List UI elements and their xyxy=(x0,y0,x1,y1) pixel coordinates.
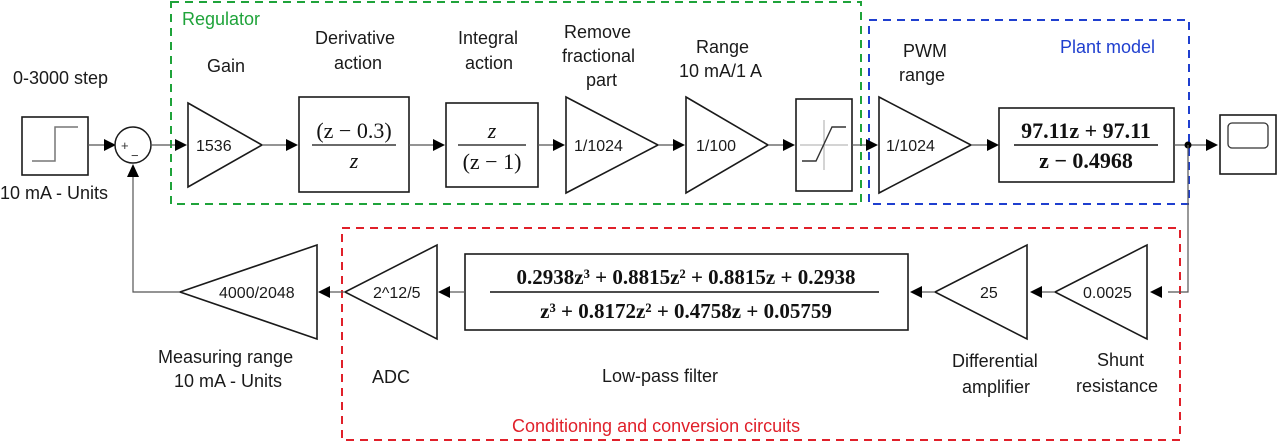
gain-value: 1536 xyxy=(196,138,232,155)
regulator-title: Regulator xyxy=(182,9,260,29)
derivative-numerator: (z − 0.3) xyxy=(316,118,391,143)
arrow-icon xyxy=(127,164,139,177)
remove-frac-value: 1/1024 xyxy=(574,138,623,155)
arrow-icon xyxy=(910,286,922,298)
range-label-1: Range xyxy=(696,37,749,57)
pwm-label-2: range xyxy=(899,65,945,85)
integral-label-2: action xyxy=(465,53,513,73)
arrow-icon xyxy=(866,139,878,151)
plant-transfer-function-block[interactable]: 97.11z + 97.11 z − 0.4968 xyxy=(998,107,1175,183)
plant-model-group xyxy=(868,19,1190,205)
shunt-label-1: Shunt xyxy=(1097,350,1144,370)
diff-amp-label-1: Differential xyxy=(952,351,1038,371)
diff-amp-value: 25 xyxy=(980,285,998,302)
wire xyxy=(132,175,180,293)
arrow-icon xyxy=(318,286,330,298)
integral-numerator: z xyxy=(487,118,497,143)
wire xyxy=(1168,145,1189,293)
pwm-range-gain-block[interactable]: 1/1024 xyxy=(878,95,973,195)
plant-numerator: 97.11z + 97.11 xyxy=(1021,118,1151,143)
integral-denominator: (z − 1) xyxy=(463,149,522,174)
integral-block[interactable]: z (z − 1) xyxy=(445,102,539,188)
derivative-label-1: Derivative xyxy=(315,28,395,48)
range-label-2: 10 mA/1 A xyxy=(679,61,762,81)
remove-frac-label-3: part xyxy=(586,70,617,90)
lpf-numerator: 0.2938z³ + 0.8815z² + 0.8815z + 0.2938 xyxy=(517,265,856,289)
sum-block[interactable]: + − xyxy=(114,126,152,164)
saturation-block[interactable] xyxy=(795,98,853,192)
remove-fractional-gain-block[interactable]: 1/1024 xyxy=(565,95,660,195)
adc-value: 2^12/5 xyxy=(373,285,421,302)
pwm-value: 1/1024 xyxy=(886,138,935,155)
measuring-label-1: Measuring range xyxy=(158,347,293,367)
source-sublabel: 10 mA - Units xyxy=(0,183,108,203)
measuring-label-2: 10 mA - Units xyxy=(174,371,282,391)
lpf-label: Low-pass filter xyxy=(602,366,718,386)
arrow-icon xyxy=(987,139,999,151)
shunt-value: 0.0025 xyxy=(1083,285,1132,302)
range-gain-block[interactable]: 1/100 xyxy=(685,95,770,195)
gain-label: Gain xyxy=(207,56,245,76)
arrow-icon xyxy=(175,139,187,151)
adc-label: ADC xyxy=(372,367,410,387)
arrow-icon xyxy=(1206,139,1218,151)
scope-icon xyxy=(1227,122,1269,149)
arrow-icon xyxy=(553,139,565,151)
step-source-block[interactable] xyxy=(21,116,89,176)
scope-block[interactable] xyxy=(1219,114,1277,175)
arrow-icon xyxy=(438,286,450,298)
arrow-icon xyxy=(433,139,445,151)
low-pass-filter-block[interactable]: 0.2938z³ + 0.8815z² + 0.8815z + 0.2938 z… xyxy=(464,253,909,331)
arrow-icon xyxy=(1150,286,1162,298)
conditioning-title: Conditioning and conversion circuits xyxy=(512,416,800,436)
remove-frac-label-1: Remove xyxy=(564,22,631,42)
plus-sign: + xyxy=(121,138,129,153)
lpf-denominator: z³ + 0.8172z² + 0.4758z + 0.05759 xyxy=(540,299,832,323)
conditioning-group xyxy=(341,227,1181,441)
minus-sign: − xyxy=(131,148,139,163)
step-icon xyxy=(32,126,78,162)
derivative-block[interactable]: (z − 0.3) z xyxy=(298,96,410,193)
gain-block[interactable]: 1536 xyxy=(187,101,264,189)
arrow-icon xyxy=(286,139,298,151)
plant-model-title: Plant model xyxy=(1060,37,1155,57)
range-value: 1/100 xyxy=(696,138,736,155)
shunt-label-2: resistance xyxy=(1076,376,1158,396)
derivative-denominator: z xyxy=(349,148,359,173)
regulator-group xyxy=(170,1,862,205)
plant-denominator: z − 0.4968 xyxy=(1039,148,1133,173)
diff-amp-label-2: amplifier xyxy=(962,377,1030,397)
arrow-icon xyxy=(1030,286,1042,298)
derivative-label-2: action xyxy=(334,53,382,73)
remove-frac-label-2: fractional xyxy=(562,46,635,66)
measuring-range-gain-block[interactable]: 4000/2048 xyxy=(177,243,318,341)
measuring-value: 4000/2048 xyxy=(219,285,295,302)
differential-amplifier-gain-block[interactable]: 25 xyxy=(933,243,1028,341)
source-label: 0-3000 step xyxy=(13,68,108,88)
saturation-icon xyxy=(800,120,848,170)
adc-gain-block[interactable]: 2^12/5 xyxy=(343,243,438,341)
shunt-resistance-gain-block[interactable]: 0.0025 xyxy=(1053,243,1148,341)
arrow-icon xyxy=(783,139,795,151)
arrow-icon xyxy=(673,139,685,151)
arrow-icon xyxy=(104,139,116,151)
integral-label-1: Integral xyxy=(458,28,518,48)
pwm-label-1: PWM xyxy=(903,41,947,61)
